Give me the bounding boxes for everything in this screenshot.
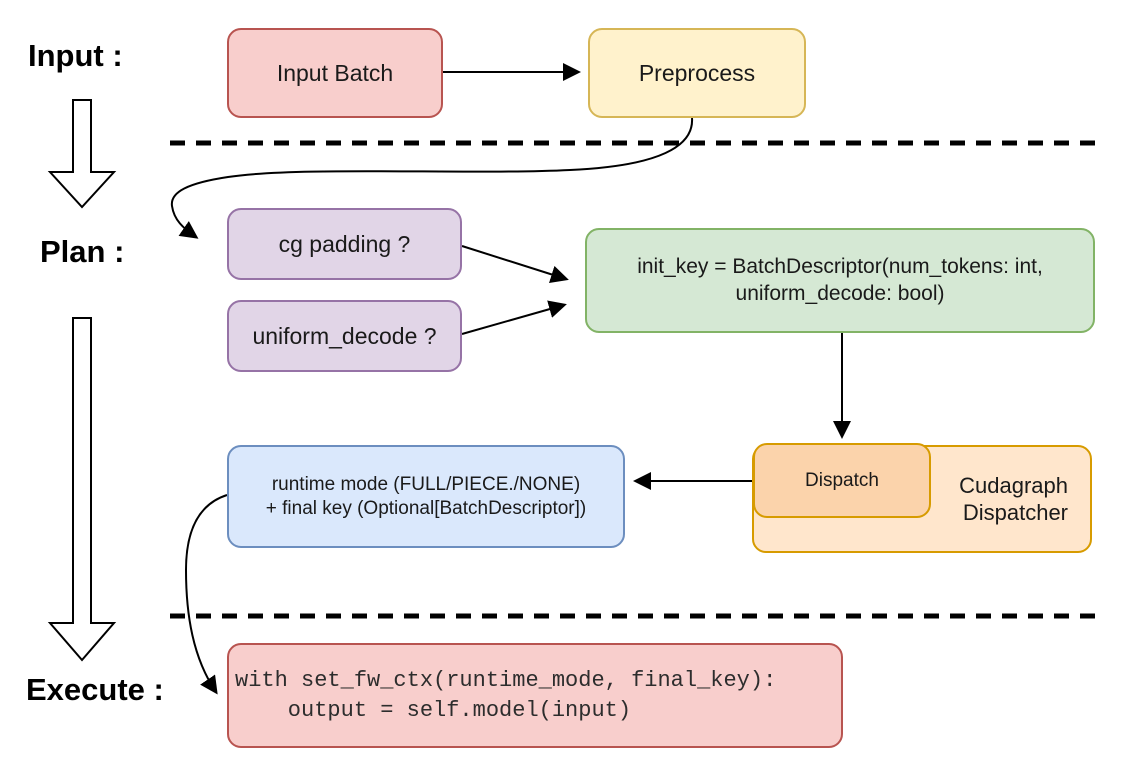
execute-code-line1: with set_fw_ctx(runtime_mode, final_key)… bbox=[235, 667, 777, 693]
stage-label-input: Input : bbox=[28, 38, 123, 73]
node-cudagraph-dispatcher-line2: Dispatcher bbox=[962, 500, 1068, 525]
node-cg-padding-label: cg padding ? bbox=[278, 230, 411, 257]
arrow-cgpadding-to-initkey bbox=[461, 245, 569, 284]
node-dispatch: Dispatch bbox=[753, 443, 931, 518]
stage-arrow-input-to-plan-icon bbox=[47, 99, 117, 209]
node-uniform-decode: uniform_decode ? bbox=[227, 300, 462, 372]
node-input-batch: Input Batch bbox=[227, 28, 443, 118]
node-init-key-line2: uniform_decode: bool) bbox=[735, 281, 945, 305]
arrow-runtimemode-to-executecode bbox=[184, 494, 228, 695]
execute-code-line2: output = self.model(input) bbox=[235, 697, 632, 723]
stage-arrow-plan-to-execute-icon bbox=[47, 317, 117, 662]
node-cg-padding: cg padding ? bbox=[227, 208, 462, 280]
node-runtime-mode-line1: runtime mode (FULL/PIECE./NONE) bbox=[271, 473, 581, 495]
node-dispatch-label: Dispatch bbox=[805, 469, 879, 491]
node-init-key: init_key = BatchDescriptor(num_tokens: i… bbox=[585, 228, 1095, 333]
stage-label-execute: Execute : bbox=[26, 672, 164, 707]
node-runtime-mode: runtime mode (FULL/PIECE./NONE) + final … bbox=[227, 445, 625, 548]
node-cudagraph-dispatcher-line1: Cudagraph bbox=[959, 472, 1068, 498]
node-preprocess: Preprocess bbox=[588, 28, 806, 118]
node-runtime-mode-line2: + final key (Optional[BatchDescriptor]) bbox=[265, 497, 587, 519]
stage-label-plan: Plan : bbox=[40, 234, 125, 269]
node-input-batch-label: Input Batch bbox=[276, 59, 394, 86]
node-execute-code: with set_fw_ctx(runtime_mode, final_key)… bbox=[227, 643, 843, 748]
arrow-uniformdecode-to-initkey bbox=[461, 300, 567, 335]
node-uniform-decode-label: uniform_decode ? bbox=[252, 322, 437, 349]
node-init-key-line1: init_key = BatchDescriptor(num_tokens: i… bbox=[637, 255, 1043, 279]
node-preprocess-label: Preprocess bbox=[638, 59, 756, 86]
